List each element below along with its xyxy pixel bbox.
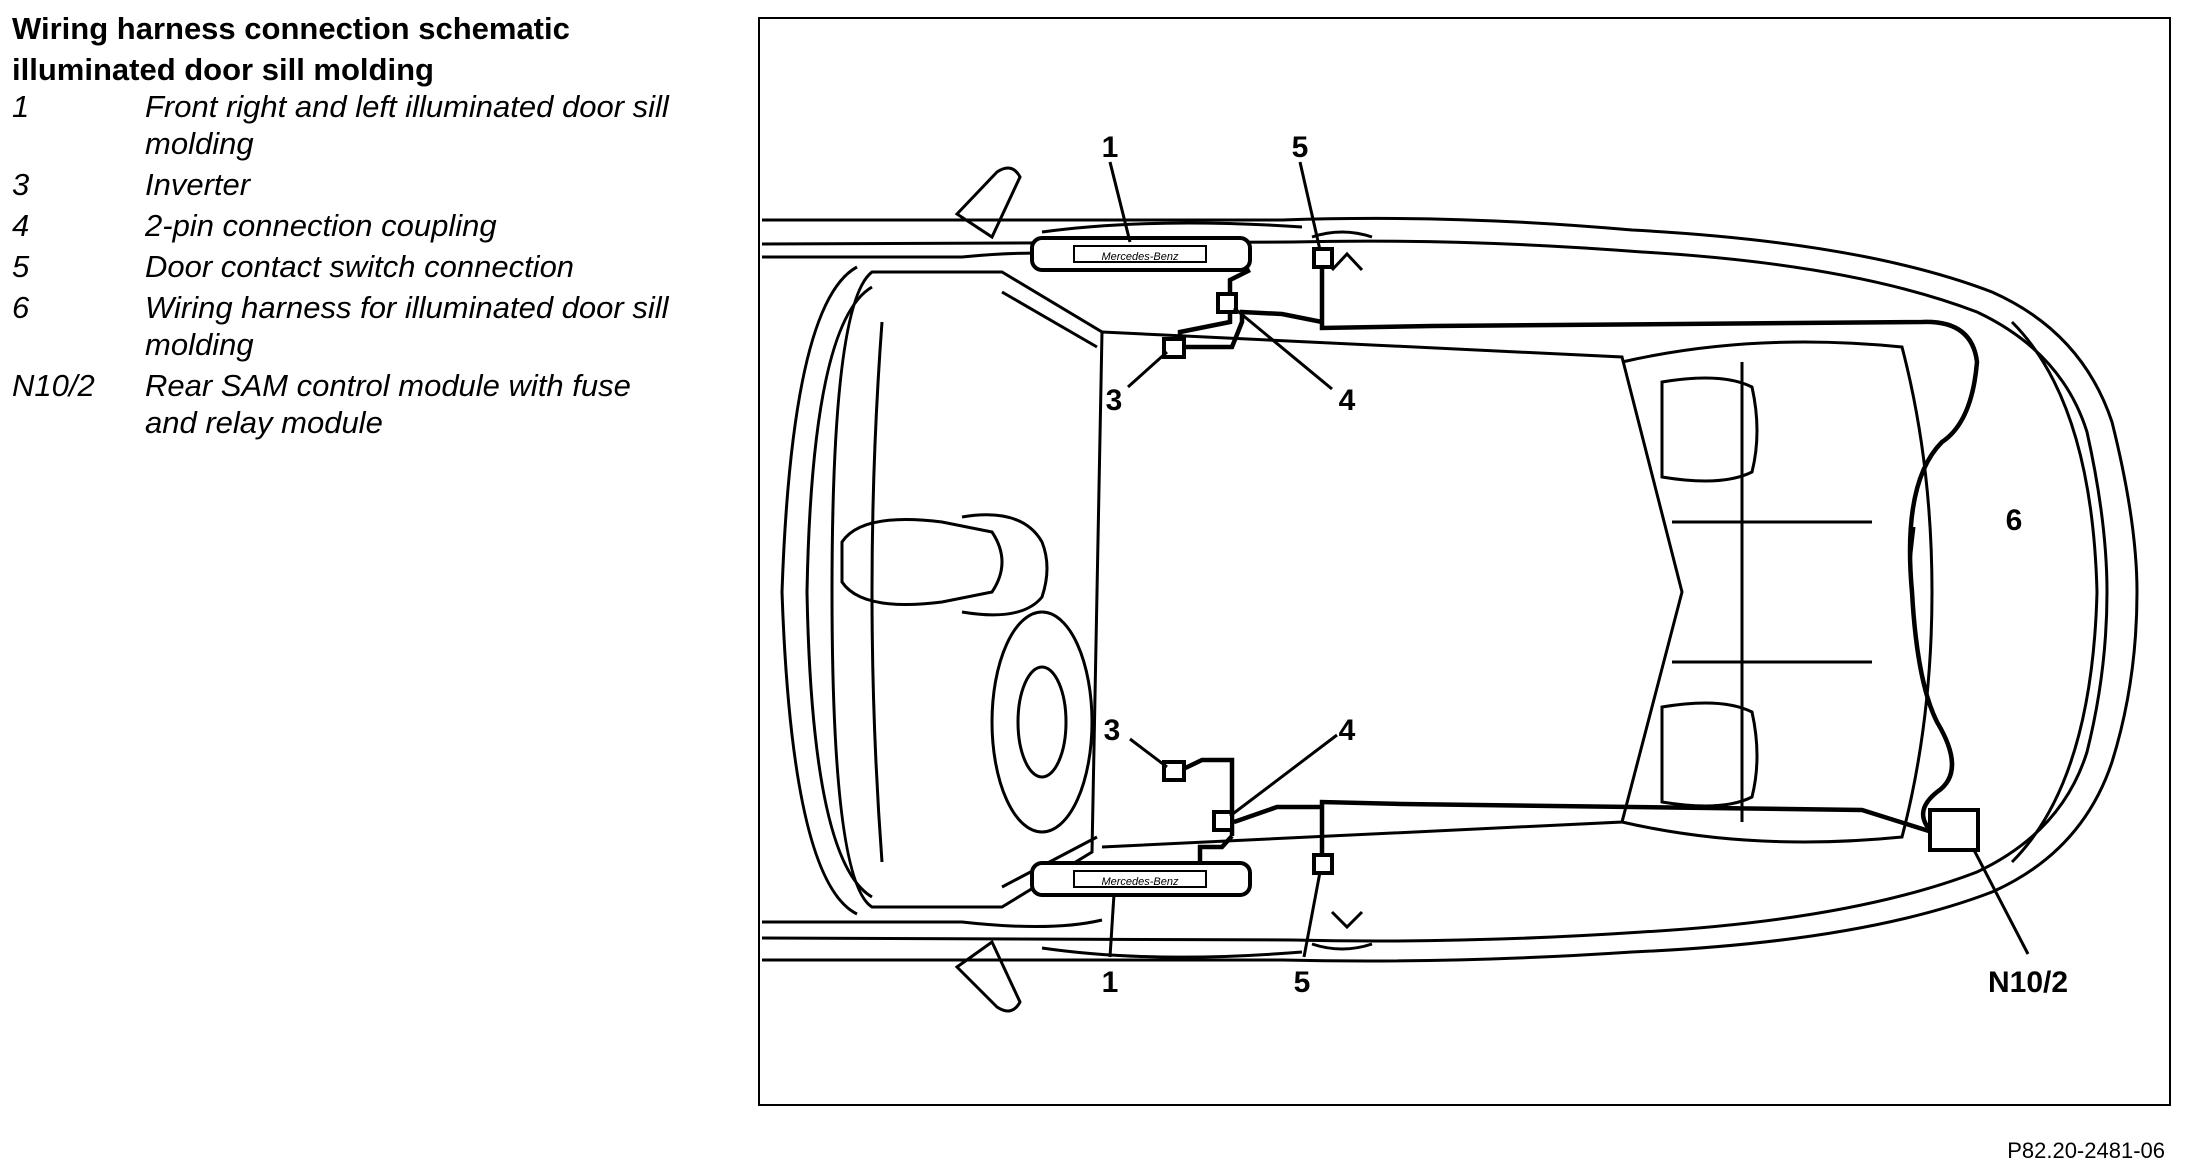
title-line-2: illuminated door sill molding [12, 52, 434, 87]
diagram-frame: Mercedes-Benz Mercedes-Benz [758, 17, 2171, 1106]
callouts: 1 5 3 4 6 3 4 1 5 N10/2 [1102, 131, 2068, 999]
coupling-bottom [1212, 810, 1234, 832]
leader-bottom-4 [1229, 733, 1338, 818]
callout-top-3: 3 [1106, 384, 1123, 417]
callout-right-6: 6 [2006, 504, 2023, 537]
legend: 1 Front right and left illuminated door … [12, 88, 685, 445]
cabin-opening [1101, 330, 1684, 849]
legend-text: Rear SAM control module with fuse and re… [145, 368, 631, 440]
front-fender-top [1041, 221, 1303, 234]
leader-bottom-5 [1302, 871, 1322, 958]
inverter-bottom [1162, 760, 1186, 782]
mirror-left [954, 939, 1022, 1013]
sill-badge-text-right: Mercedes-Benz [1101, 251, 1179, 263]
gear-selector [961, 513, 1049, 617]
legend-key: 3 [12, 167, 30, 202]
legend-item: 6 Wiring harness for illuminated door si… [12, 289, 685, 363]
outer-body-outline [762, 216, 2139, 963]
leader-top-5 [1298, 161, 1322, 251]
leader-right-6 [1908, 526, 1916, 563]
sill-moldings: Mercedes-Benz Mercedes-Benz [1030, 236, 1252, 897]
rear-sam-module [1928, 808, 1980, 852]
leader-bottom-1 [1108, 893, 1116, 958]
a-pillars [1001, 290, 1098, 889]
dashboard [870, 321, 884, 863]
legend-key: N10/2 [12, 368, 95, 403]
legend-text: Wiring harness for illuminated door sill… [145, 290, 669, 362]
inner-body-outline [761, 239, 2109, 943]
legend-text: 2-pin connection coupling [145, 208, 497, 243]
callout-top-4: 4 [1339, 384, 1356, 417]
car-body [761, 166, 2139, 1013]
callout-bottom-1: 1 [1102, 966, 1119, 999]
sill-badge-left [1073, 870, 1207, 888]
mirror-right [954, 166, 1022, 240]
legend-key: 6 [12, 290, 30, 325]
callout-top-5: 5 [1292, 131, 1309, 164]
legend-item: 3 Inverter [12, 166, 685, 203]
tail-section [2010, 320, 2099, 864]
coupling-top [1216, 292, 1238, 314]
harness-path-bottom [1176, 757, 1933, 864]
leader-bottom-3 [1129, 737, 1168, 769]
door-contact-switch-top [1312, 247, 1334, 269]
wiring-harness [1176, 267, 1980, 864]
sill-badge-right [1073, 245, 1207, 263]
door-contact-switch-bottom [1312, 853, 1334, 875]
diagram-title: Wiring harness connection schematic illu… [12, 8, 570, 90]
sill-lines [762, 251, 1103, 929]
legend-text: Front right and left illuminated door si… [145, 89, 669, 161]
car-wiring-schematic: Mercedes-Benz Mercedes-Benz [761, 131, 2139, 1013]
legend-key: 5 [12, 249, 30, 284]
callout-top-1: 1 [1102, 131, 1119, 164]
figure-reference: P82.20-2481-06 [2007, 1138, 2165, 1163]
legend-item: 5 Door contact switch connection [12, 248, 685, 285]
legend-text: Door contact switch connection [145, 249, 575, 284]
seat-backs [1672, 520, 1872, 664]
leader-lines [1108, 161, 2030, 958]
legend-key: 1 [12, 89, 30, 124]
legend-item: 4 2-pin connection coupling [12, 207, 685, 244]
callout-n10-2: N10/2 [1988, 966, 2068, 999]
rear-deck [1621, 340, 1934, 844]
leader-top-1 [1108, 161, 1132, 243]
callout-bottom-5: 5 [1294, 966, 1311, 999]
legend-item: 1 Front right and left illuminated door … [12, 88, 685, 162]
center-console [840, 518, 1004, 606]
front-fender-bottom [1041, 946, 1303, 959]
callout-bottom-4: 4 [1339, 714, 1356, 747]
leader-top-3 [1126, 350, 1169, 389]
leader-top-4 [1233, 306, 1333, 391]
steering-hub [1016, 665, 1068, 779]
steering-wheel [990, 610, 1094, 834]
components [1162, 247, 1980, 875]
front-nose [780, 265, 858, 916]
front-nose-inner [805, 285, 873, 899]
legend-key: 4 [12, 208, 30, 243]
windshield-frame [830, 270, 1104, 909]
legend-text: Inverter [145, 167, 251, 202]
legend-item: N10/2 Rear SAM control module with fuse … [12, 367, 685, 441]
door-pins [1330, 251, 1364, 930]
sill-badge-text-left: Mercedes-Benz [1101, 876, 1179, 888]
leader-n10-2 [1972, 849, 2030, 955]
callout-bottom-3: 3 [1104, 714, 1121, 747]
inverter-top [1162, 337, 1186, 359]
title-line-1: Wiring harness connection schematic [12, 11, 570, 46]
rear-seat-right [1660, 376, 1759, 483]
